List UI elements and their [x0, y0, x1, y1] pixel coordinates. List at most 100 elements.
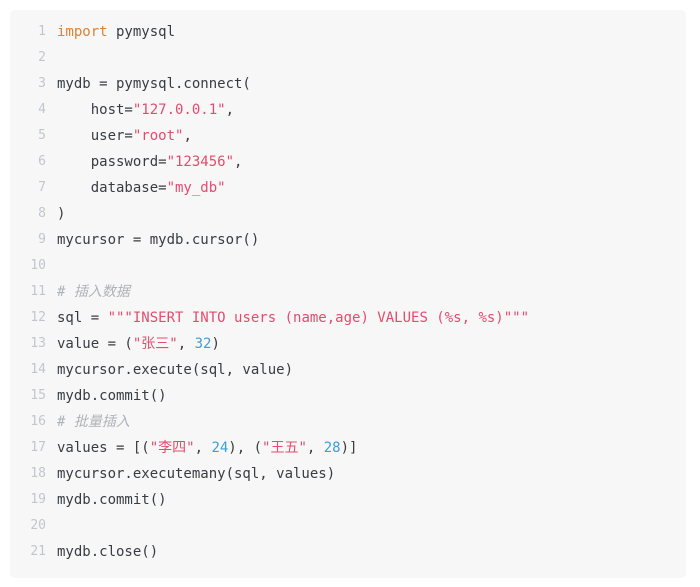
code-line: 20: [10, 513, 686, 539]
code-line: 8): [10, 201, 686, 227]
line-number: 20: [30, 518, 46, 533]
code-text: mycursor.execute(sql, value): [46, 357, 293, 383]
token-plain: pymysql: [107, 24, 176, 40]
token-plain: mycursor.execute(sql, value): [57, 362, 294, 378]
token-plain: mycursor.executemany(sql, values): [57, 466, 336, 482]
code-text: mydb.close(): [46, 539, 158, 565]
code-line: 6 password="123456",: [10, 149, 686, 175]
code-line: 5 user="root",: [10, 123, 686, 149]
token-plain: value = (: [57, 336, 133, 352]
code-text: mydb = pymysql.connect(: [46, 71, 251, 97]
line-number: 21: [30, 544, 46, 559]
token-plain: mydb.commit(): [57, 388, 167, 404]
line-number: 3: [38, 76, 46, 91]
line-number: 18: [30, 466, 46, 481]
line-number: 1: [38, 24, 46, 39]
code-line: 16 # 批量插入: [10, 409, 686, 435]
code-text: host="127.0.0.1",: [46, 97, 234, 123]
token-string: "王五": [262, 440, 307, 456]
code-line: 15 mydb.commit(): [10, 383, 686, 409]
line-number: 9: [38, 232, 46, 247]
code-text: import pymysql: [46, 19, 175, 45]
line-number: 7: [38, 180, 46, 195]
token-comment: # 插入数据: [57, 284, 130, 300]
line-number: 17: [30, 440, 46, 455]
code-line: 9 mycursor = mydb.cursor(): [10, 227, 686, 253]
code-line: 19 mydb.commit(): [10, 487, 686, 513]
code-text: password="123456",: [46, 149, 243, 175]
code-text: user="root",: [46, 123, 192, 149]
token-plain: )]: [340, 440, 358, 456]
token-plain: host=: [57, 102, 133, 118]
token-number: 24: [211, 440, 229, 456]
code-text: [46, 45, 57, 71]
token-string: "127.0.0.1": [132, 102, 226, 118]
token-plain: ), (: [228, 440, 263, 456]
code-line: 3 mydb = pymysql.connect(: [10, 71, 686, 97]
line-number: 16: [30, 414, 46, 429]
code-line: 10: [10, 253, 686, 279]
line-number: 11: [30, 284, 46, 299]
token-string: "李四": [149, 440, 195, 456]
token-string: "my_db": [166, 180, 226, 196]
token-plain: mydb.commit(): [57, 492, 167, 508]
code-text: mycursor = mydb.cursor(): [46, 227, 259, 253]
line-number: 8: [38, 206, 46, 221]
line-number: 2: [38, 50, 46, 65]
token-plain: ,: [225, 102, 235, 118]
code-line: 18 mycursor.executemany(sql, values): [10, 461, 686, 487]
token-plain: ): [211, 336, 220, 352]
code-text: value = ("张三", 32): [46, 331, 220, 357]
token-plain: mydb.close(): [57, 544, 159, 560]
token-plain: ,: [183, 128, 192, 144]
code-text: sql = """INSERT INTO users (name,age) VA…: [46, 305, 529, 331]
line-number: 5: [38, 128, 46, 143]
token-string: "root": [132, 128, 184, 144]
code-text: mydb.commit(): [46, 487, 167, 513]
token-plain: ,: [194, 440, 212, 456]
code-text: # 插入数据: [46, 279, 130, 305]
code-text: # 批量插入: [46, 409, 130, 435]
token-string: "张三": [132, 336, 178, 352]
code-line: 11 # 插入数据: [10, 279, 686, 305]
line-number: 4: [38, 102, 46, 117]
code-text: ): [46, 201, 65, 227]
line-number: 14: [30, 362, 46, 377]
token-plain: user=: [57, 128, 133, 144]
line-number: 10: [30, 258, 46, 273]
line-number: 6: [38, 154, 46, 169]
code-text: mycursor.executemany(sql, values): [46, 461, 335, 487]
token-plain: ,: [177, 336, 195, 352]
token-plain: values = [(: [57, 440, 150, 456]
code-text: values = [("李四", 24), ("王五", 28)]: [46, 435, 357, 461]
token-comment: # 批量插入: [57, 414, 130, 430]
token-plain: mydb = pymysql.connect(: [57, 76, 251, 92]
token-number: 32: [194, 336, 212, 352]
line-number: 15: [30, 388, 46, 403]
token-string: "123456": [166, 154, 235, 170]
code-line: 7 database="my_db": [10, 175, 686, 201]
line-number: 12: [30, 310, 46, 325]
code-line: 21 mydb.close(): [10, 539, 686, 565]
code-line: 2: [10, 45, 686, 71]
code-text: [46, 513, 57, 539]
token-plain: ,: [306, 440, 324, 456]
code-text: mydb.commit(): [46, 383, 167, 409]
line-number: 19: [30, 492, 46, 507]
code-text: database="my_db": [46, 175, 226, 201]
token-plain: ,: [234, 154, 243, 170]
token-plain: database=: [57, 180, 167, 196]
token-plain: sql =: [57, 310, 108, 326]
token-keyword: import: [57, 24, 108, 40]
line-number: 13: [30, 336, 46, 351]
token-number: 28: [323, 440, 341, 456]
token-plain: mycursor = mydb.cursor(): [57, 232, 260, 248]
code-line: 4 host="127.0.0.1",: [10, 97, 686, 123]
code-line: 14 mycursor.execute(sql, value): [10, 357, 686, 383]
